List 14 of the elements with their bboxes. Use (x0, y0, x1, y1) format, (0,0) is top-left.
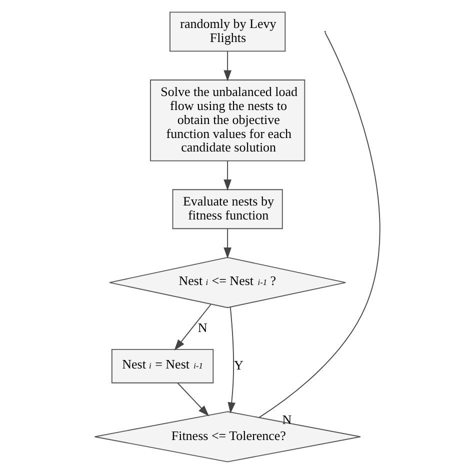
arrow (176, 382, 209, 416)
connector (258, 32, 380, 418)
arrow (223, 160, 231, 191)
arrow (223, 51, 231, 82)
node-box: Solve the unbalanced load flow using the nests to obtain the objective function values for each candidate solution (150, 80, 305, 162)
arrow (174, 304, 211, 350)
node-box: Evaluate nests by fitness function (172, 189, 282, 230)
edge-label: Y (234, 358, 243, 373)
arrow (227, 306, 235, 414)
node-diamond: Nest i <= Nest i-1 ? (108, 256, 346, 308)
node-box: randomly by Levy Flights (169, 12, 286, 52)
edge-label: N (197, 320, 207, 335)
node-box: Nest i = Nest i-1 (110, 348, 214, 384)
arrow (223, 228, 231, 259)
